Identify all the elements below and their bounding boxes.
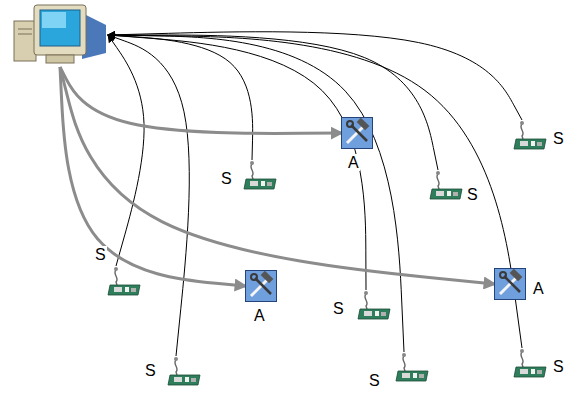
node-label: A: [253, 307, 266, 324]
control-arrow: [60, 67, 494, 284]
sensor-node: S: [428, 170, 464, 200]
sensor-icon: [512, 348, 548, 378]
data-link: [108, 35, 404, 352]
sensor-node: S: [356, 290, 392, 320]
sensor-node: S: [106, 266, 142, 296]
sensor-node: S: [394, 352, 430, 382]
node-label: S: [552, 358, 565, 375]
data-link: [108, 35, 522, 348]
sensor-icon: [166, 356, 202, 386]
data-link: [108, 35, 144, 266]
sensor-node: S: [512, 348, 548, 378]
node-label: A: [347, 154, 360, 171]
node-label: A: [532, 280, 545, 297]
actuator-node: A: [245, 270, 277, 302]
data-link: [108, 35, 366, 290]
node-label: S: [368, 372, 381, 389]
node-label: S: [220, 170, 233, 187]
data-link: [108, 35, 438, 170]
node-label: S: [144, 362, 157, 379]
sensor-icon: [242, 160, 278, 190]
node-label: S: [332, 300, 345, 317]
control-arrow: [60, 67, 245, 286]
actuator-node: A: [494, 268, 526, 300]
sensor-icon: [428, 170, 464, 200]
node-label: S: [466, 186, 479, 203]
sensor-icon: [394, 352, 430, 382]
sensor-node: S: [242, 160, 278, 190]
sensor-icon: [512, 120, 548, 150]
actuator-icon: [245, 270, 277, 302]
sensor-icon: [106, 266, 142, 296]
actuator-icon: [341, 117, 373, 149]
node-label: S: [552, 130, 565, 147]
sensor-node: S: [512, 120, 548, 150]
computer-icon: [12, 3, 108, 67]
sensor-node: S: [166, 356, 202, 386]
actuator-icon: [494, 268, 526, 300]
actuator-node: A: [341, 117, 373, 149]
control-arrow: [60, 67, 341, 133]
computer-node: [12, 3, 108, 67]
data-link: [108, 35, 189, 356]
node-label: S: [94, 246, 107, 263]
sensor-icon: [356, 290, 392, 320]
